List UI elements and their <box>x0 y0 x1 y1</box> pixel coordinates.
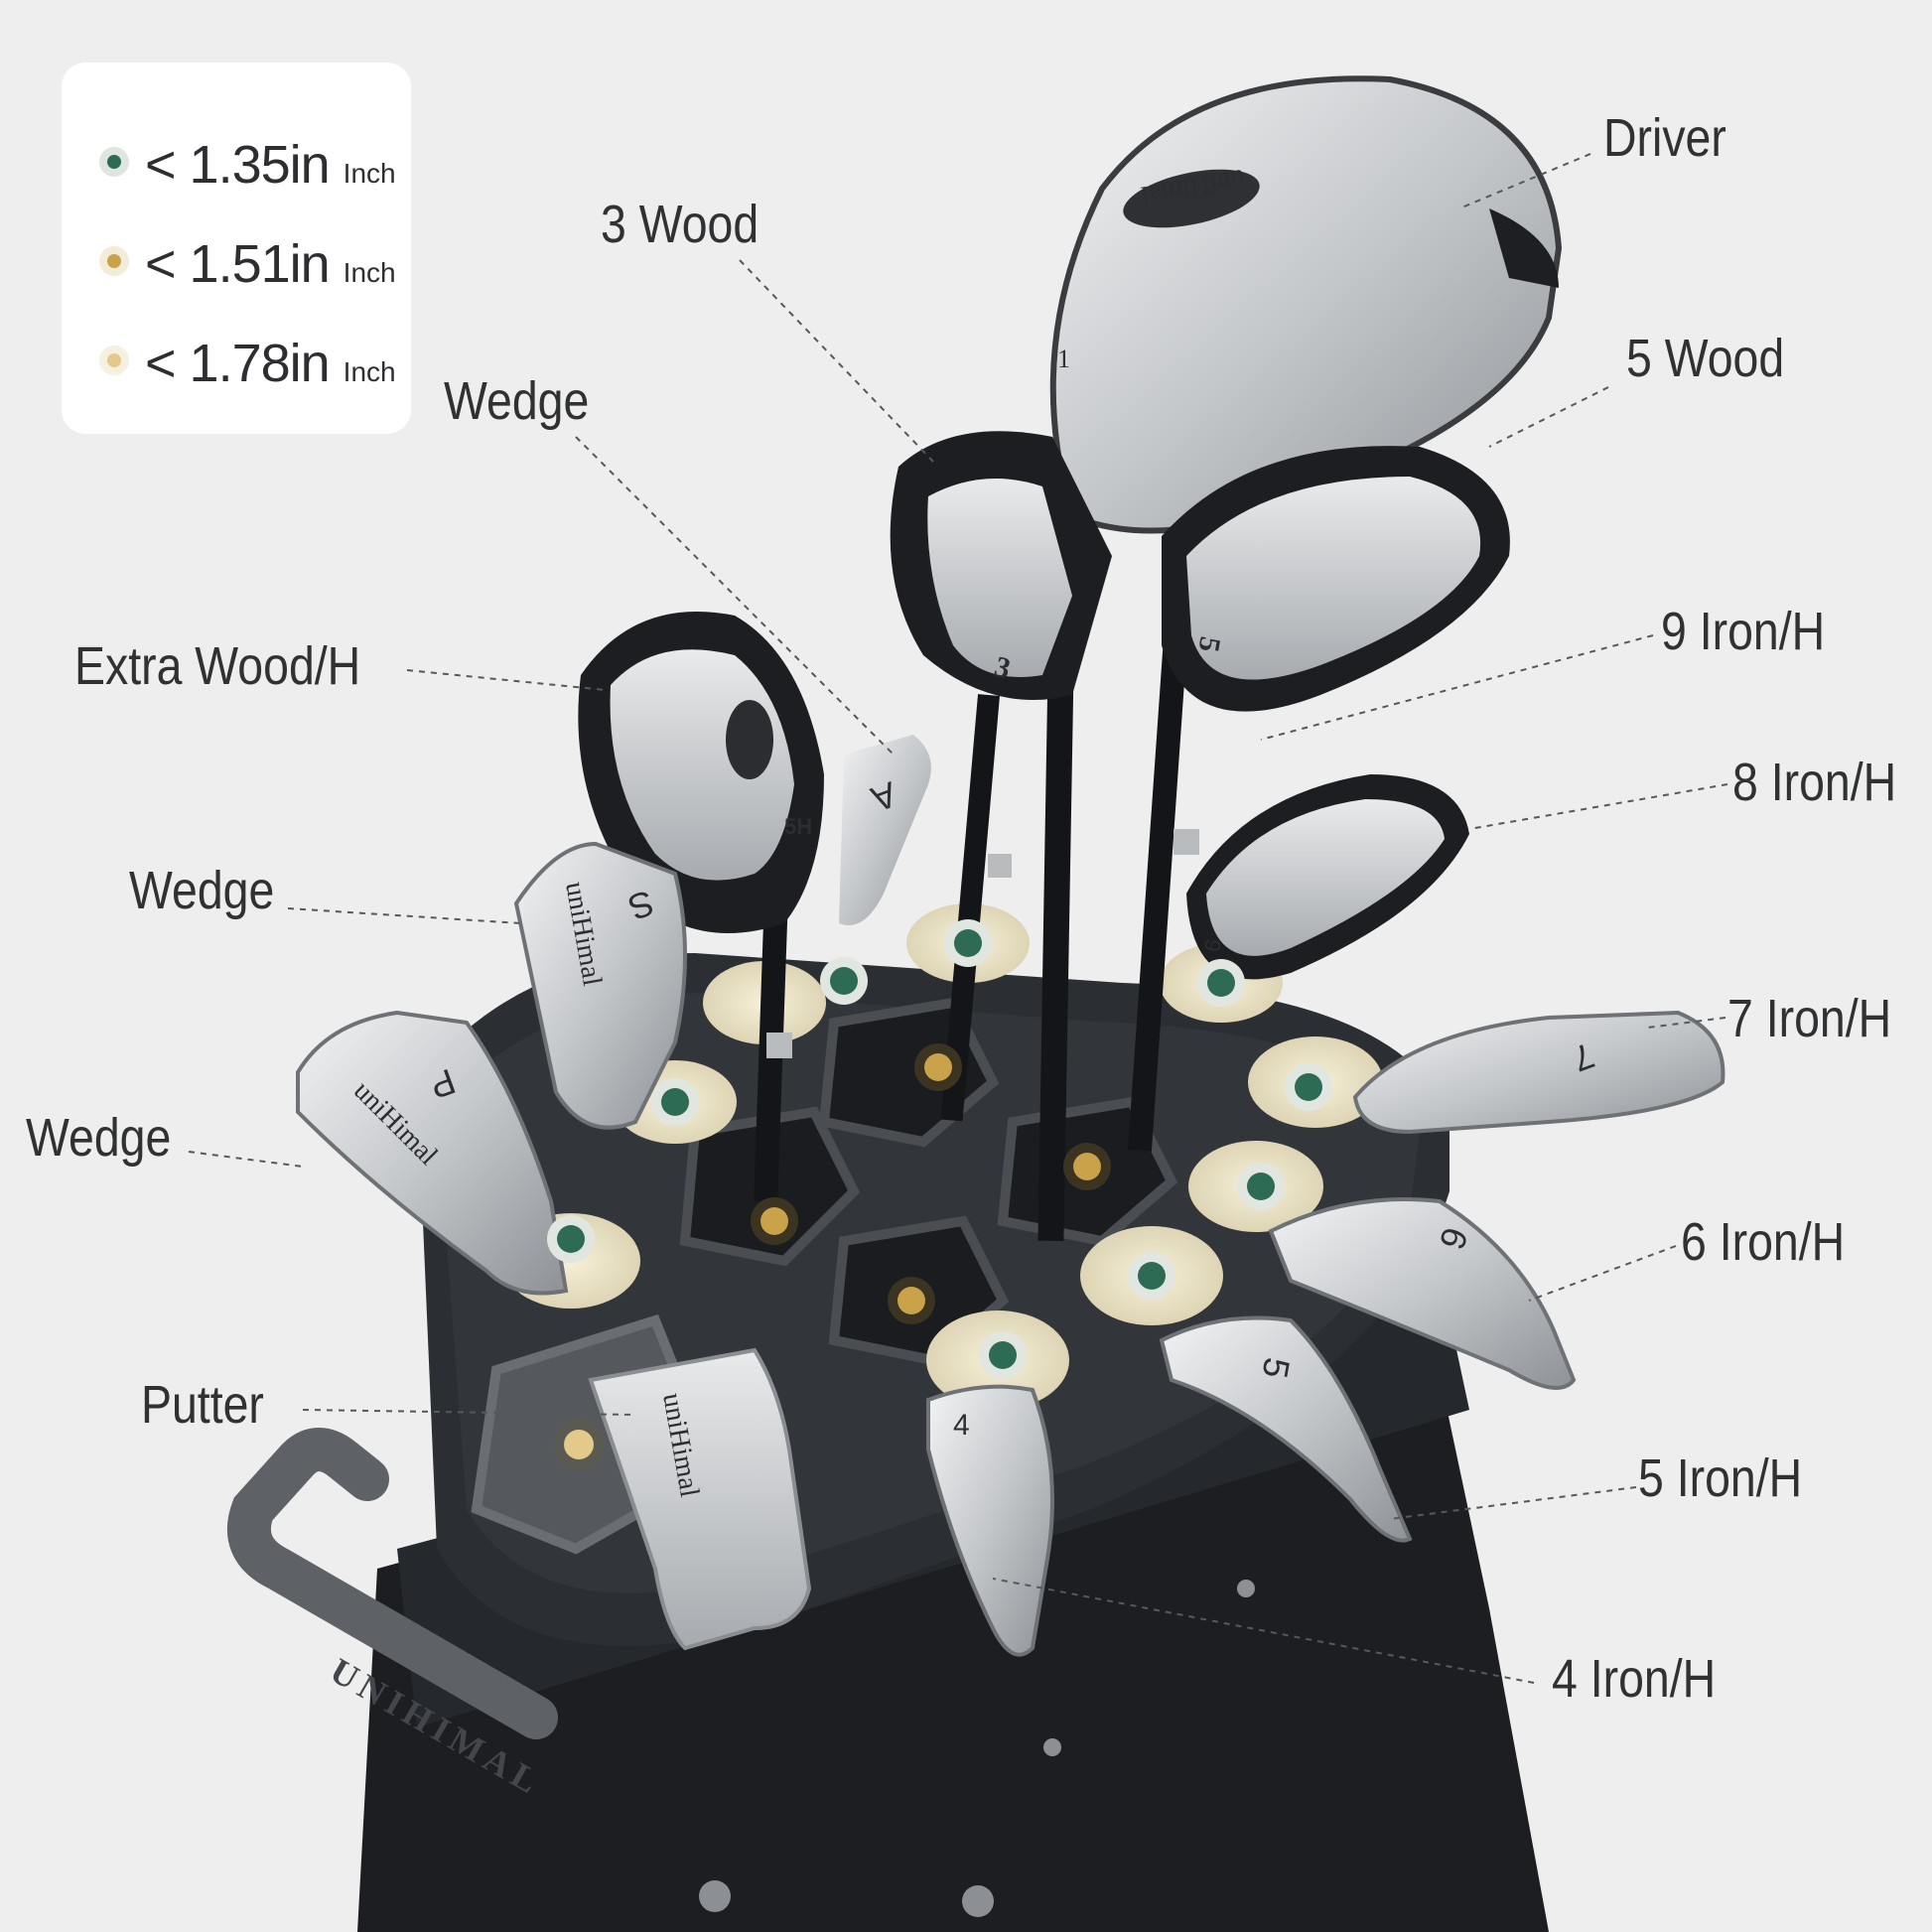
legend-item-medium: < 1.51in Inch <box>99 233 396 295</box>
putter-head: uniHimal <box>588 1347 812 1651</box>
driver-head: uniHimal 1 <box>1049 75 1563 534</box>
size-dot-small <box>547 1215 595 1263</box>
iron4-head: 4 <box>926 1384 1054 1657</box>
iron9-head: 9 <box>1186 774 1469 980</box>
wood5-head: 5 <box>1162 446 1510 712</box>
svg-text:4: 4 <box>953 1409 970 1442</box>
legend-unit-label: Inch <box>343 158 396 189</box>
svg-text:1: 1 <box>1057 345 1070 373</box>
size-dot-small <box>1128 1252 1175 1300</box>
callout-5-wood: 5 Wood <box>1626 329 1785 388</box>
sand-wedge-head: S uniHimal <box>513 841 687 1130</box>
legend-unit-label: Inch <box>343 356 396 387</box>
carry-handle <box>227 1428 558 1739</box>
callout-3-wood: 3 Wood <box>601 195 759 254</box>
legend-size-label: < 1.35in <box>145 135 331 195</box>
callout-wedge-low: Wedge <box>26 1108 172 1168</box>
callout-6-iron: 6 Iron/H <box>1681 1212 1846 1272</box>
leader-lines <box>188 153 1728 1684</box>
size-dot-large <box>553 1419 605 1470</box>
size-dot-medium <box>888 1277 935 1324</box>
callout-driver: Driver <box>1603 108 1726 168</box>
size-dots <box>547 919 1332 1470</box>
hybrid-head: 5H <box>578 612 824 933</box>
size-dot-small <box>651 1078 699 1126</box>
callout-7-iron: 7 Iron/H <box>1727 989 1892 1048</box>
callout-putter: Putter <box>141 1375 264 1435</box>
legend: < 1.35in Inch < 1.51in Inch < 1.78in Inc… <box>62 63 411 434</box>
size-dot-medium <box>1063 1143 1111 1190</box>
svg-text:5: 5 <box>1192 634 1227 655</box>
legend-unit-label: Inch <box>343 257 396 288</box>
callout-4-iron: 4 Iron/H <box>1552 1649 1717 1709</box>
legend-size-label: < 1.78in <box>145 334 331 393</box>
wood3-head: 3 <box>890 431 1112 700</box>
size-dot-small <box>1285 1063 1332 1111</box>
pitching-wedge-head: P uniHimal <box>296 1010 569 1296</box>
iron7-head: 7 <box>1352 1010 1725 1135</box>
iron6-head: 6 <box>1268 1197 1577 1390</box>
callout-8-iron: 8 Iron/H <box>1732 753 1897 812</box>
size-dot-small <box>820 957 868 1005</box>
size-dot-small <box>1197 959 1245 1007</box>
callout-5-iron: 5 Iron/H <box>1638 1449 1803 1508</box>
tan-dot-icon <box>99 345 129 375</box>
iron5-head: 5 <box>1159 1315 1413 1543</box>
callout-wedge-top: Wedge <box>444 371 590 431</box>
callout-9-iron: 9 Iron/H <box>1661 602 1826 661</box>
size-dot-medium <box>751 1197 798 1245</box>
club-shafts <box>754 525 1199 1242</box>
size-dot-small <box>944 919 992 967</box>
size-dot-medium <box>914 1043 962 1091</box>
svg-text:5H: 5H <box>784 814 812 839</box>
size-dot-small <box>1237 1163 1285 1210</box>
approach-wedge-head: A <box>839 735 931 925</box>
legend-item-small: < 1.35in Inch <box>99 134 396 196</box>
green-dot-icon <box>99 147 129 177</box>
callout-wedge-mid: Wedge <box>129 861 275 920</box>
size-dot-small <box>979 1331 1027 1379</box>
legend-size-label: < 1.51in <box>145 234 331 294</box>
legend-item-large: < 1.78in Inch <box>99 333 396 394</box>
gold-dot-icon <box>99 246 129 276</box>
callout-extra-wood: Extra Wood/H <box>74 636 361 696</box>
svg-text:9: 9 <box>1199 937 1226 953</box>
